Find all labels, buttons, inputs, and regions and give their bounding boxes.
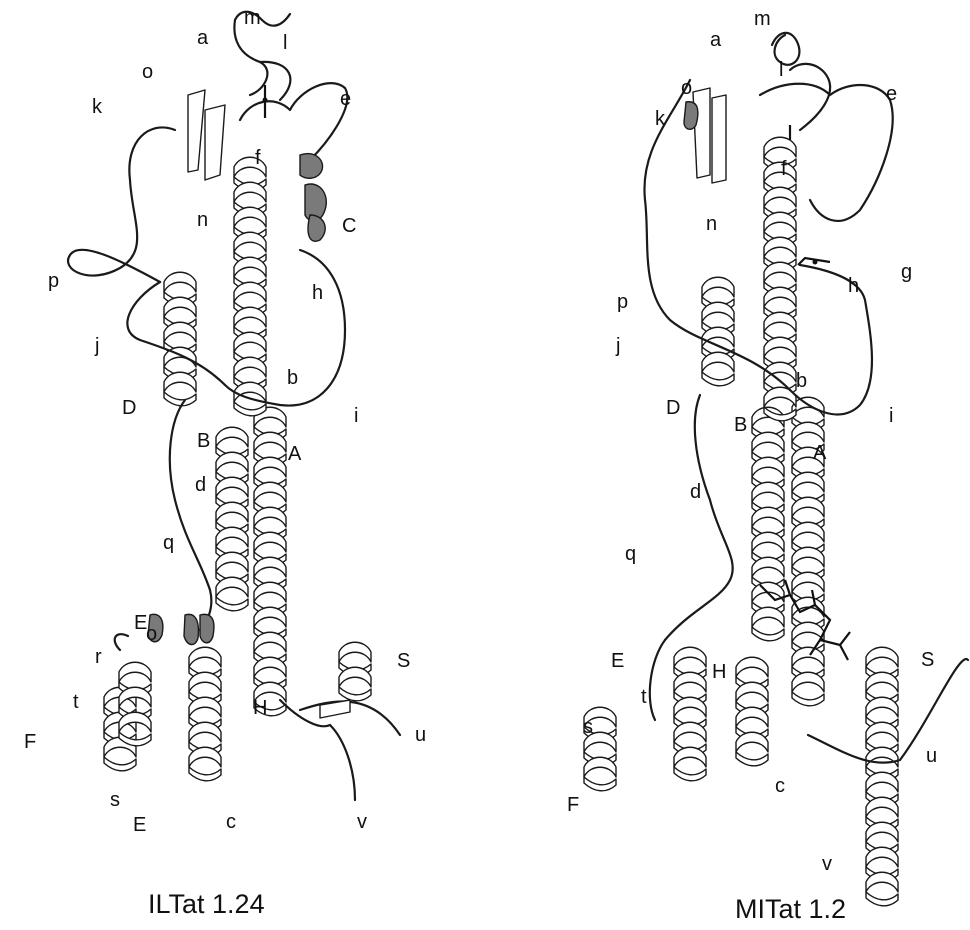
label-right-5: k xyxy=(655,108,666,130)
label-left-9: p xyxy=(48,270,59,292)
helix-s-right xyxy=(866,647,898,906)
label-right-27: v xyxy=(822,853,832,875)
label-left-0: a xyxy=(197,27,209,49)
label-left-23: t xyxy=(73,691,79,713)
helix-n-left xyxy=(234,157,266,416)
helix-b-left xyxy=(216,427,248,611)
label-right-24: u xyxy=(926,745,937,767)
helix-d-right xyxy=(702,277,734,386)
helix-b-right xyxy=(752,407,784,641)
label-left-8: n xyxy=(197,209,208,231)
label-left-28: E xyxy=(133,814,146,836)
label-right-0: m xyxy=(754,8,771,30)
label-right-17: d xyxy=(690,481,701,503)
label-left-13: b xyxy=(287,367,298,389)
label-left-15: B xyxy=(197,430,210,452)
label-right-7: n xyxy=(706,213,717,235)
label-right-18: q xyxy=(625,543,636,565)
label-left-18: q xyxy=(163,532,174,554)
helix-s-left xyxy=(339,642,371,701)
label-left-11: j xyxy=(94,335,99,357)
label-right-22: t xyxy=(641,686,647,708)
helix-h-left xyxy=(189,647,221,781)
label-left-5: k xyxy=(92,96,103,118)
label-right-26: c xyxy=(775,775,785,797)
label-right-14: i xyxy=(889,405,893,427)
label-right-21: H xyxy=(712,661,726,683)
label-right-15: B xyxy=(734,414,747,436)
label-left-4: e xyxy=(340,88,351,110)
disulfide-sticks-left xyxy=(263,85,268,118)
label-right-16: A xyxy=(813,442,827,464)
label-left-14: i xyxy=(354,405,358,427)
helix-a-left xyxy=(254,407,286,716)
label-left-16: A xyxy=(288,443,302,465)
label-left-17: d xyxy=(195,474,206,496)
label-right-8: g xyxy=(901,261,912,283)
label-right-9: h xyxy=(848,275,859,297)
label-right-20: E xyxy=(611,650,624,672)
label-left-7: C xyxy=(342,215,356,237)
label-left-26: u xyxy=(415,724,426,746)
label-left-2: o xyxy=(142,61,153,83)
helix-h-right xyxy=(736,657,768,766)
label-left-22: H xyxy=(253,697,267,719)
beta-strands-right xyxy=(693,88,726,183)
label-left-21: r xyxy=(95,646,102,668)
label-left-12: D xyxy=(122,397,136,419)
label-left-30: v xyxy=(357,811,367,833)
label-right-4: e xyxy=(886,83,897,105)
label-right-2: o xyxy=(681,77,692,99)
label-left-24: F xyxy=(24,731,36,753)
label-right-25: F xyxy=(567,794,579,816)
label-left-1: m xyxy=(244,7,261,29)
label-right-11: j xyxy=(615,335,620,357)
label-left-25: S xyxy=(397,650,410,672)
label-right-12: D xyxy=(666,397,680,419)
helix-n-right xyxy=(764,137,796,421)
label-left-27: s xyxy=(110,789,120,811)
label-left-6: f xyxy=(255,147,261,169)
label-right-13: b xyxy=(796,370,807,392)
helix-d-left xyxy=(164,272,196,406)
protein-structure-iltat xyxy=(68,12,400,800)
label-right-10: p xyxy=(617,291,628,313)
label-left-3: l xyxy=(283,32,287,54)
label-left-29: c xyxy=(226,811,236,833)
caption-mitat-1-2: MITat 1.2 xyxy=(735,894,846,924)
label-right-1: a xyxy=(710,29,722,51)
label-left-20: o xyxy=(146,623,157,645)
caption-iltat-1-24: ILTat 1.24 xyxy=(148,889,265,919)
label-right-23: s xyxy=(583,716,593,738)
helix-t-right xyxy=(674,647,706,781)
label-right-6: f xyxy=(781,158,787,180)
label-right-19: S xyxy=(921,649,934,671)
shaded-helices-right xyxy=(684,102,698,130)
label-left-10: h xyxy=(312,282,323,304)
label-right-3: l xyxy=(779,59,783,81)
